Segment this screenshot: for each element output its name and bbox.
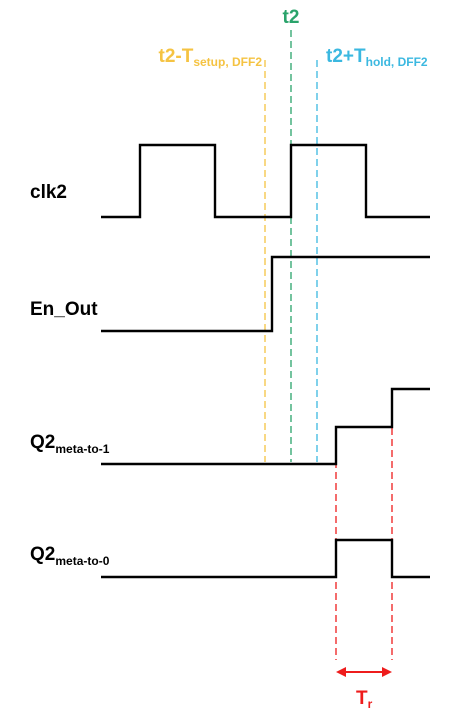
hold-time-label: t2+Thold, DFF2 — [326, 46, 428, 69]
signal-label-q2-meta-to-1: Q2meta-to-1 — [30, 432, 110, 456]
q2-meta-to-1-waveform — [101, 387, 430, 466]
signal-label-clk2: clk2 — [30, 182, 67, 203]
q2-meta-to-0-waveform — [101, 538, 430, 579]
t2-label: t2 — [283, 7, 300, 28]
clk2-waveform — [101, 143, 430, 219]
en-out-waveform — [101, 255, 430, 333]
signal-label-en-out: En_Out — [30, 299, 98, 320]
setup-time-label: t2-Tsetup, DFF2 — [159, 46, 263, 69]
tr-label: Tr — [356, 688, 373, 711]
signal-label-q2-meta-to-0: Q2meta-to-0 — [30, 544, 110, 568]
